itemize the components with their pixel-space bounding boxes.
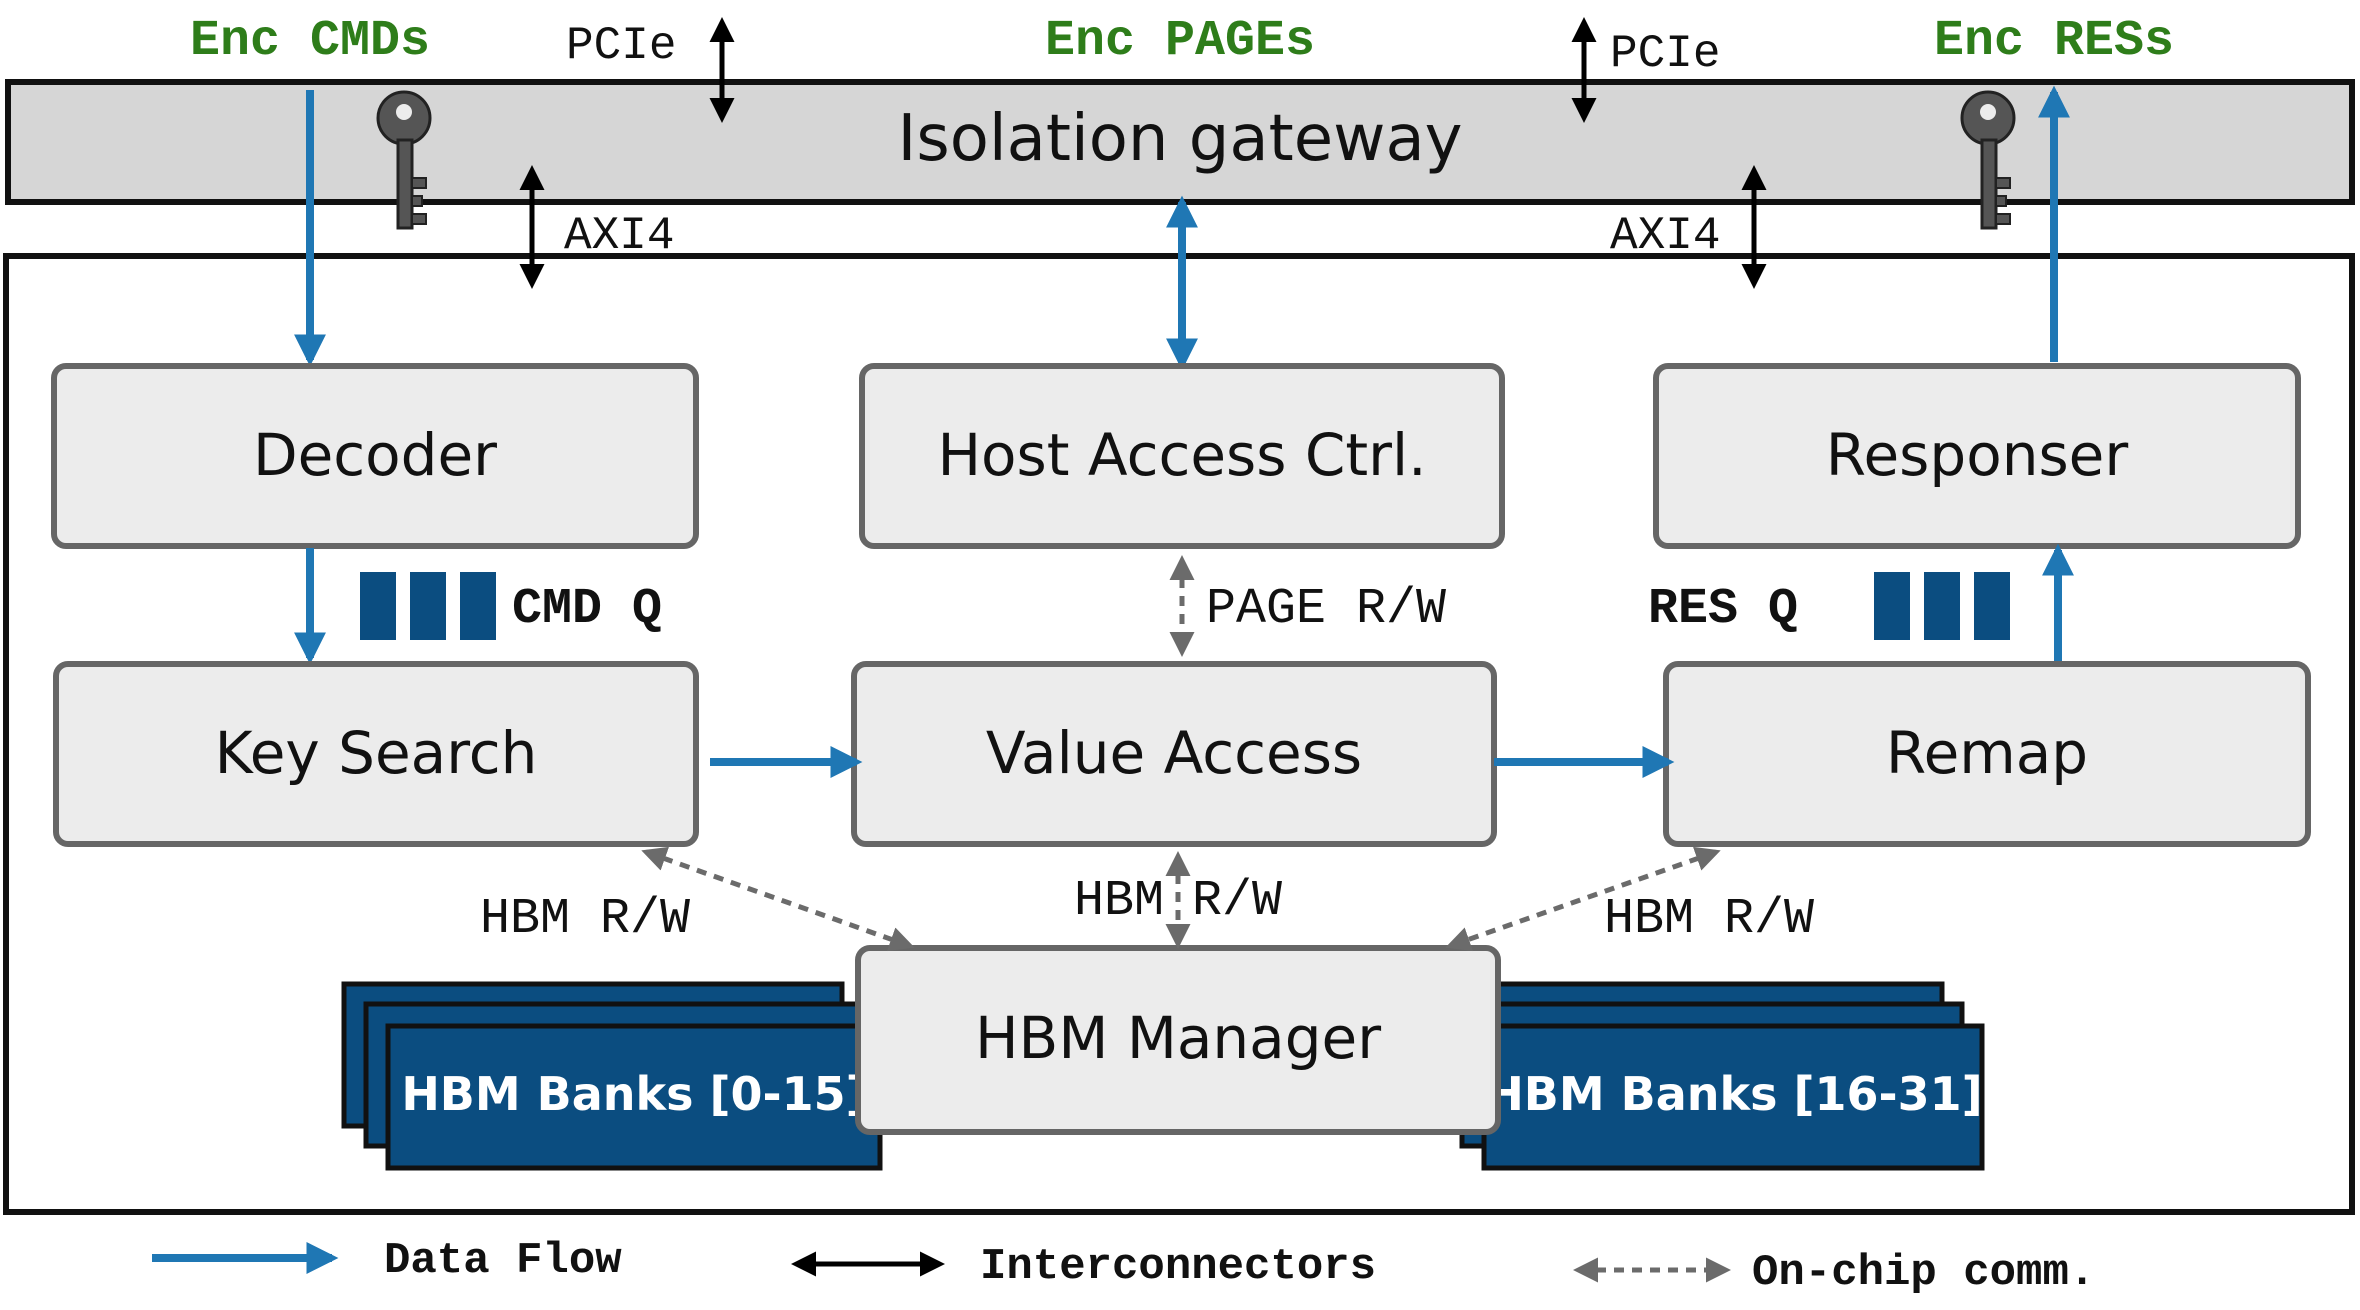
res-queue-slot: [1874, 572, 1910, 640]
key-search-box: [53, 661, 699, 847]
enc-pages-label: Enc PAGEs: [1045, 13, 1315, 70]
remap-label: Remap: [1886, 719, 2088, 787]
host-access-label: Host Access Ctrl.: [937, 421, 1426, 489]
hbm-banks-left-label: HBM Banks [0-15]: [401, 1067, 866, 1121]
enc-cmds-label: Enc CMDs: [190, 13, 430, 70]
enc-ress-label: Enc RESs: [1934, 13, 2174, 70]
res-queue-label: RES Q: [1648, 581, 1798, 638]
responser-label: Responser: [1826, 421, 2129, 489]
decoder-label: Decoder: [253, 421, 497, 489]
hbm-rw-right-arrow: [1445, 846, 1721, 952]
hbm-rw-left-label: HBM R/W: [480, 891, 690, 948]
host-access-box: [859, 363, 1505, 549]
isolation-gateway-label: Isolation gateway: [897, 102, 1462, 176]
cmd-queue-slot: [410, 572, 446, 640]
responser-box: [1653, 363, 2301, 549]
page-rw-label: PAGE R/W: [1206, 581, 1446, 638]
pcie-left-label: PCIe: [566, 20, 676, 72]
legend-onchip-label: On-chip comm.: [1752, 1248, 2095, 1298]
legend-data-flow-label: Data Flow: [384, 1236, 622, 1286]
res-queue-slot: [1924, 572, 1960, 640]
hbm-rw-right-label: HBM R/W: [1604, 891, 1814, 948]
pcie-right-label: PCIe: [1610, 28, 1720, 80]
cmd-queue-slot: [460, 572, 496, 640]
cmd-queue-label: CMD Q: [512, 581, 662, 638]
cmd-queue-slot: [360, 572, 396, 640]
key-search-label: Key Search: [215, 719, 538, 787]
axi-right-label: AXI4: [1610, 210, 1720, 262]
res-queue-slot: [1974, 572, 2010, 640]
hbm-manager-label: HBM Manager: [975, 1004, 1381, 1072]
axi-left-label: AXI4: [564, 210, 674, 262]
legend-interconnectors-label: Interconnectors: [980, 1242, 1376, 1292]
hbm-rw-mid-label-b: R/W: [1192, 873, 1282, 930]
value-access-label: Value Access: [986, 719, 1362, 787]
decoder-box: [51, 363, 699, 549]
hbm-rw-mid-label-a: HBM: [1074, 873, 1164, 930]
hbm-banks-right-label: HBM Banks [16-31]: [1485, 1067, 1982, 1121]
